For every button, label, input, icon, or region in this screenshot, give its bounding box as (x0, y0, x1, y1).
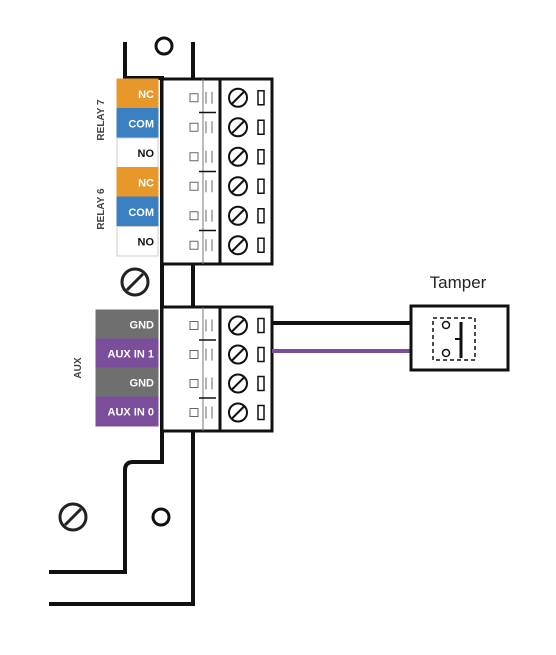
terminal-label-aux-in-0: AUX IN 0 (95, 396, 159, 427)
terminal-pin (189, 117, 265, 138)
terminal-label-com: COM (116, 196, 159, 227)
relay6-side-label: RELAY 6 (96, 188, 107, 230)
terminal-pin (189, 176, 265, 197)
mounting-hole-bottom (151, 507, 171, 527)
terminal-label-no: NO (116, 226, 159, 257)
terminal-label-gnd: GND (95, 309, 159, 340)
svg-text:NC: NC (138, 89, 154, 101)
svg-text:COM: COM (128, 118, 154, 130)
relay7-side-label: RELAY 7 (96, 99, 107, 141)
terminal-label-nc: NC (116, 167, 159, 198)
mounting-hole-top (154, 36, 174, 56)
terminal-pin (189, 235, 265, 256)
svg-text:NO: NO (138, 236, 155, 248)
svg-text:GND: GND (130, 378, 155, 390)
terminal-pin (189, 205, 265, 232)
terminal-label-no: NO (116, 137, 159, 168)
relay-connector-block (160, 77, 274, 266)
terminal-label-nc: NC (116, 78, 159, 109)
svg-text:COM: COM (128, 207, 154, 219)
terminal-pin (189, 87, 265, 114)
svg-text:NC: NC (138, 177, 154, 189)
aux-connector-block (160, 305, 274, 433)
relay-terminal-labels: NC COM NO NC COM NO (116, 78, 159, 257)
svg-text:GND: GND (130, 320, 155, 332)
terminal-pin (189, 373, 265, 399)
terminal-label-com: COM (116, 108, 159, 139)
svg-text:NO: NO (138, 148, 155, 160)
tamper-title: Tamper (430, 273, 487, 292)
mounting-screw-middle (120, 267, 150, 297)
tamper-switch (409, 304, 510, 372)
terminal-label-aux-in-1: AUX IN 1 (95, 338, 159, 369)
aux-terminal-labels: GND AUX IN 1 GND AUX IN 0 (95, 309, 159, 427)
svg-text:AUX IN 0: AUX IN 0 (108, 407, 154, 419)
terminal-pin (189, 146, 265, 173)
terminal-pin (189, 344, 265, 365)
svg-text:AUX IN 1: AUX IN 1 (108, 349, 154, 361)
aux-side-label: AUX (73, 357, 84, 378)
terminal-pin (189, 315, 265, 341)
terminal-label-gnd: GND (95, 367, 159, 398)
mounting-screw-bottom (58, 502, 88, 532)
terminal-pin (189, 402, 265, 423)
